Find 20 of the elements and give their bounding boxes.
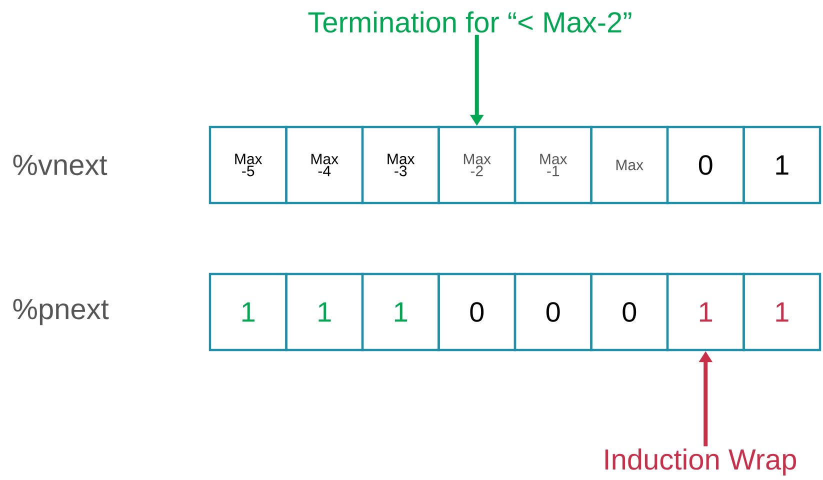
array-cell: Max -2 [438,126,516,204]
array-cell: 1 [361,272,440,352]
array-cell: 1 [742,126,822,204]
array-cell: 0 [438,272,516,352]
array-cell: Max -4 [285,126,364,204]
array-cell: 0 [666,126,745,204]
array-cell: 1 [666,272,745,352]
array-cell: Max [590,126,669,204]
row-label: %pnext [13,298,109,326]
array-cell: Max -1 [514,126,592,204]
array-cell: 0 [514,272,592,352]
array-cell: 1 [742,272,822,352]
annotation-text: Induction Wrap [605,448,796,476]
array-cell: 0 [590,272,669,352]
array-cell: 1 [208,272,288,352]
array-cell: 1 [285,272,364,352]
array-cell: Max -5 [208,126,288,204]
row-label: %vnext [13,154,108,176]
annotation-text: Termination for “< Max-2” [308,11,632,33]
array-cell: Max -3 [361,126,440,204]
